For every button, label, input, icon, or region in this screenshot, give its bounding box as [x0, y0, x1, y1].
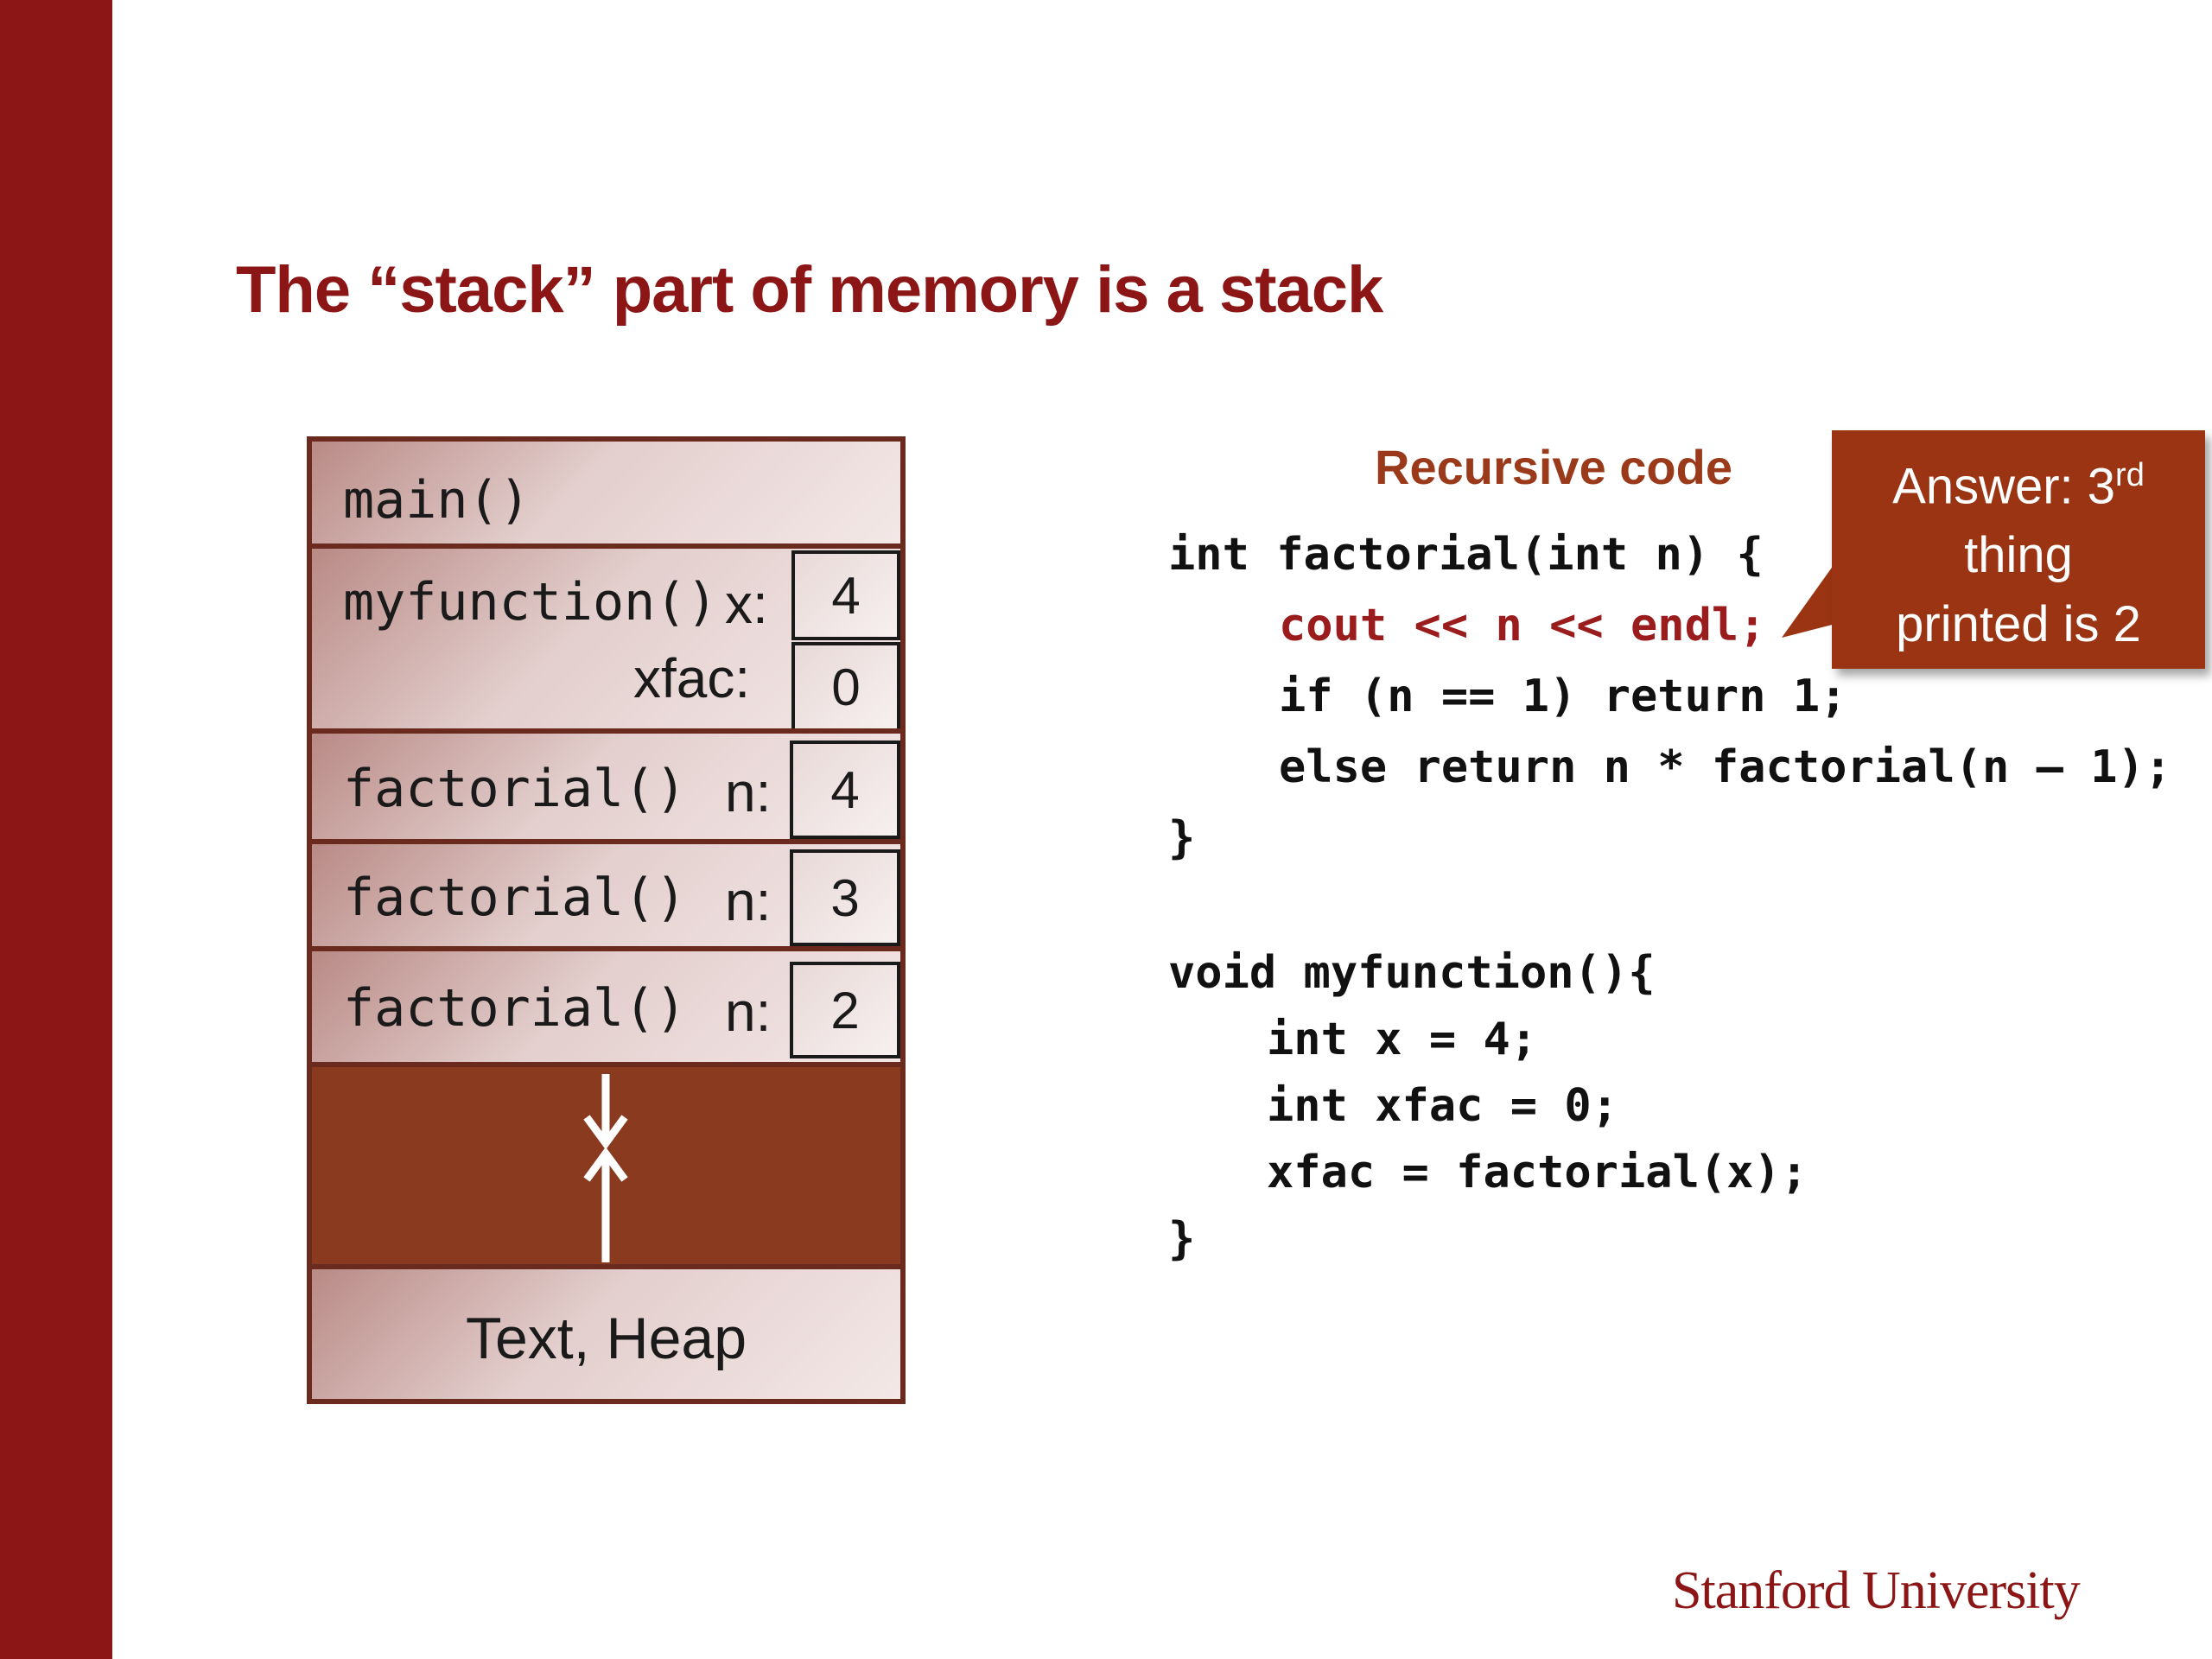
- value-cell-x: 4: [791, 550, 900, 640]
- callout-line-1: Answer: 3rd: [1832, 441, 2205, 521]
- frame-label-factorial: factorial(): [343, 868, 687, 928]
- stack-diagram: main() myfunction() x: xfac: 4 0 factori…: [307, 436, 906, 1404]
- free-space-region: [307, 1062, 906, 1269]
- var-label-x: x:: [725, 573, 768, 635]
- callout-pointer: [1782, 553, 1842, 638]
- code-line: int x = 4;: [1267, 1014, 1538, 1065]
- var-label-xfac: xfac:: [633, 647, 751, 709]
- code-line: xfac = factorial(x);: [1267, 1147, 1808, 1198]
- code-line: int factorial(int n) {: [1168, 529, 1764, 581]
- text-heap-label: Text, Heap: [465, 1306, 747, 1371]
- stack-frame-factorial: factorial() n: 2: [307, 946, 906, 1067]
- value-cell-xfac: 0: [791, 642, 900, 732]
- frame-label-main: main(): [343, 470, 531, 531]
- code-line: else return n * factorial(n – 1);: [1279, 741, 2172, 793]
- code-line: }: [1168, 812, 1196, 864]
- code-line: int xfac = 0;: [1267, 1080, 1618, 1132]
- frame-label-factorial: factorial(): [343, 978, 687, 1039]
- stack-frame-myfunction: myfunction() x: xfac: 4 0: [307, 543, 906, 734]
- converging-arrows-icon: [583, 1074, 628, 1262]
- value-cell-n: 4: [790, 741, 900, 839]
- frame-label-myfunction: myfunction(): [343, 572, 718, 632]
- stack-frame-factorial: factorial() n: 3: [307, 839, 906, 951]
- frame-label-factorial: factorial(): [343, 759, 687, 819]
- text-heap-region: Text, Heap: [307, 1264, 906, 1404]
- stack-frame-main: main(): [307, 436, 906, 549]
- value-cell-n: 2: [790, 962, 900, 1058]
- callout-prefix: Answer: 3: [1892, 458, 2116, 515]
- code-line-highlighted: cout << n << endl;: [1279, 600, 1766, 652]
- answer-callout: Answer: 3rd thing printed is 2: [1832, 430, 2205, 669]
- callout-line-3: printed is 2: [1896, 596, 2141, 653]
- code-line: void myfunction(){: [1168, 947, 1656, 999]
- slide-title: The “stack” part of memory is a stack: [236, 253, 1383, 327]
- stack-frame-factorial: factorial() n: 4: [307, 728, 906, 844]
- callout-superscript: rd: [2115, 457, 2145, 493]
- left-accent-bar: [0, 0, 112, 1659]
- value-cell-n: 3: [790, 849, 900, 946]
- code-line: if (n == 1) return 1;: [1279, 671, 1847, 722]
- code-line: }: [1168, 1213, 1196, 1265]
- var-label-n: n:: [725, 870, 772, 932]
- callout-line-2: thing: [1964, 527, 2073, 584]
- code-heading: Recursive code: [1375, 440, 1732, 494]
- stanford-logo: Stanford University: [1672, 1561, 2081, 1620]
- var-label-n: n:: [725, 761, 772, 823]
- var-label-n: n:: [725, 981, 772, 1043]
